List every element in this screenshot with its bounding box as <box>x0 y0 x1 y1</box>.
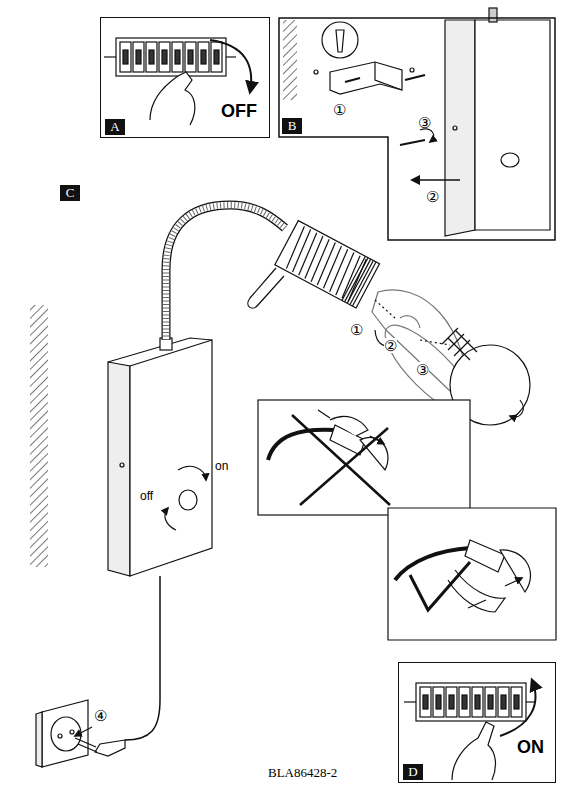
callout-number: ③ <box>416 362 429 377</box>
callout-number: ① <box>333 102 346 117</box>
doc-code: BLA86428-2 <box>268 766 337 779</box>
warning-boxes <box>258 400 556 640</box>
step-letter: C <box>60 185 80 201</box>
bracket-assembly <box>283 8 550 236</box>
switch-state: OFF <box>221 102 257 120</box>
breaker-d <box>404 680 536 780</box>
step-panel: ① ③ ② B <box>278 17 556 241</box>
outlet <box>36 700 125 767</box>
panel-letter: C <box>60 185 80 201</box>
callout-number: ② <box>426 189 439 204</box>
step-panel: OFF A <box>100 17 270 138</box>
callout-number: ③ <box>418 115 431 130</box>
step-letter: D <box>403 764 423 780</box>
step-panel: ON D <box>398 662 556 783</box>
switch-label: on <box>215 460 228 472</box>
wall-hatch <box>30 305 48 567</box>
callout-number: ② <box>384 338 397 353</box>
panel-letter: A <box>105 119 125 135</box>
panel-letter: B <box>282 118 302 134</box>
panel-letter: D <box>403 764 423 780</box>
panel-outline <box>278 17 556 241</box>
step-letter: B <box>282 118 302 134</box>
callout-number: ④ <box>94 708 107 723</box>
callout-number: ① <box>350 322 363 337</box>
lamp <box>108 205 530 740</box>
switch-label: off <box>140 490 153 502</box>
switch-state: ON <box>517 738 544 756</box>
step-letter: A <box>105 119 125 135</box>
